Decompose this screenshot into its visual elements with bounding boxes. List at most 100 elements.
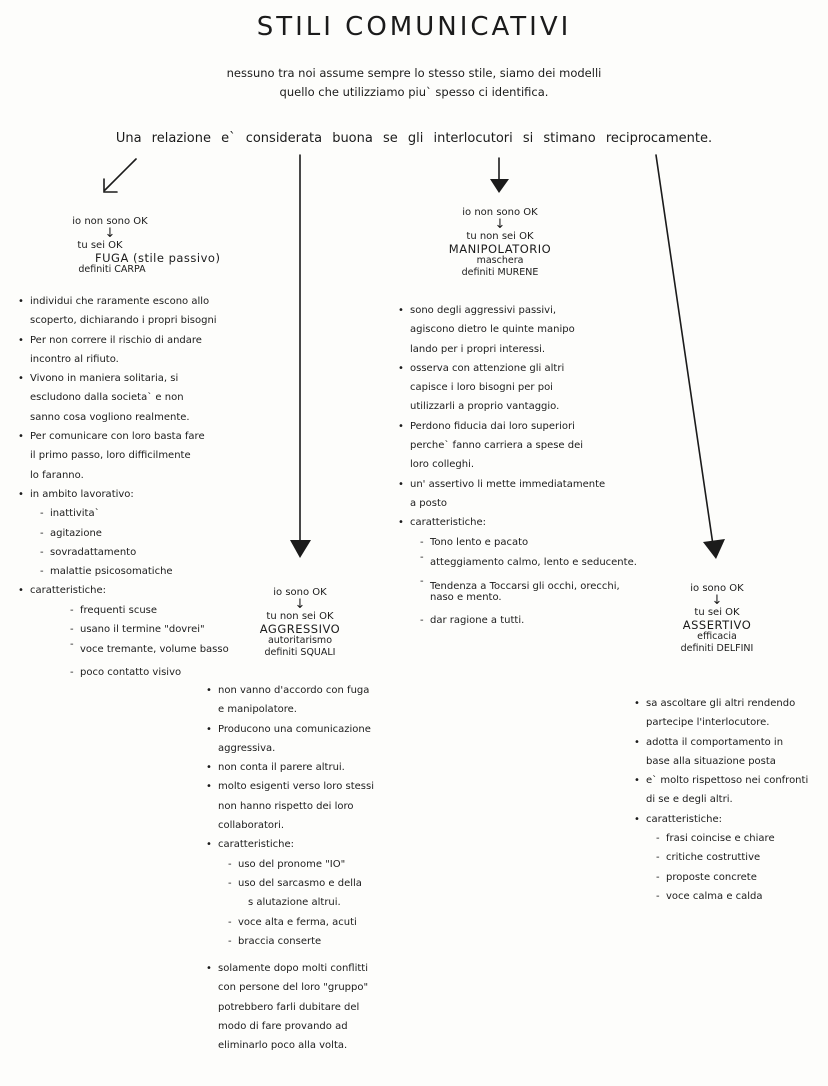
subtitle: nessuno tra noi assume sempre lo stesso …	[0, 64, 828, 102]
squali-list-item: non hanno rispetto dei loro	[218, 800, 354, 812]
carpa-header: io non sono OK ↓ tu sei OK FUGA (stile p…	[55, 216, 221, 276]
carpa-list-item: escludono dalla societa` e non	[30, 392, 184, 404]
murene-list-item: lando per i propri interessi.	[410, 343, 546, 355]
carpa-list-item: poco contatto visivo	[70, 663, 248, 683]
delfini-list-item: proposte concrete	[656, 868, 824, 888]
squali-list-item: modo di fare provando ad	[218, 1021, 348, 1033]
carpa-list-item: in ambito lavorativo:	[18, 485, 248, 505]
murene-list-item: perche` fanno carriera a spese dei	[410, 440, 584, 452]
murene-list-item: agiscono dietro le quinte manipo	[410, 324, 575, 336]
squali-list-item: caratteristiche:	[206, 835, 416, 855]
squali-style-name: AGGRESSIVO	[259, 622, 341, 636]
delfini-sub: efficacia	[697, 631, 737, 642]
murene-list-item: sono degli aggressivi passivi,	[398, 301, 638, 321]
delfini-list-item: critiche costruttive	[656, 848, 824, 868]
squali-list-item: eliminarlo poco alla volta.	[218, 1040, 348, 1052]
delfini-list: sa ascoltare gli altri rendendo partecipe…	[634, 694, 824, 907]
murene-list-item: loro colleghi.	[410, 459, 475, 471]
squali-list-item: molto esigenti verso loro stessi	[206, 777, 416, 797]
carpa-list-item: sovradattamento	[40, 543, 248, 563]
carpa-style-name: FUGA (stile passivo)	[95, 251, 221, 265]
carpa-list-item: Vivono in maniera solitaria, si	[18, 369, 248, 389]
squali-list-item: s alutazione altrui.	[248, 897, 341, 909]
delfini-style-name: ASSERTIVO	[682, 618, 752, 632]
subtitle-line-1: nessuno tra noi assume sempre lo stesso …	[226, 66, 602, 80]
down-arrow-icon: ↓	[294, 597, 306, 612]
delfini-list-item: e` molto rispettoso nei confronti	[634, 771, 824, 791]
murene-list-item: Tendenza a Toccarsi gli occhi, orecchi, …	[420, 576, 638, 611]
squali-list: non vanno d'accordo con fuga e manipolato…	[206, 681, 416, 1056]
murene-list: sono degli aggressivi passivi, agiscono d…	[398, 301, 638, 630]
squali-sub: autoritarismo	[267, 635, 333, 646]
delfini-list-item: sa ascoltare gli altri rendendo	[634, 694, 824, 714]
murene-sub: maschera	[476, 255, 524, 266]
carpa-list-item: Per non correre il rischio di andare	[18, 331, 248, 351]
carpa-list-item: incontro al rifiuto.	[30, 353, 119, 365]
arrow-to-delfini	[655, 154, 714, 546]
carpa-list-item: frequenti scuse	[70, 601, 248, 621]
carpa-list-item: sanno cosa vogliono realmente.	[30, 411, 190, 423]
arrow-to-carpa-head	[103, 178, 118, 193]
murene-list-item: Perdono fiducia dai loro superiori	[398, 417, 638, 437]
delfini-line1: io sono OK	[690, 583, 744, 594]
squali-list-item	[206, 951, 416, 959]
carpa-list-item: lo faranno.	[30, 469, 84, 481]
squali-header: io sono OK ↓ tu non sei OK AGGRESSIVO au…	[245, 587, 355, 659]
carpa-list-item: Per comunicare con loro basta fare	[18, 427, 248, 447]
murene-list-item: osserva con attenzione gli altri	[398, 359, 638, 379]
delfini-list-item: adotta il comportamento in	[634, 733, 824, 753]
murene-list-item: caratteristiche:	[398, 513, 638, 533]
squali-list-item: uso del pronome "IO"	[228, 855, 416, 875]
murene-list-item: a posto	[410, 497, 448, 509]
delfini-list-item: di se e degli altri.	[646, 794, 733, 806]
down-arrow-icon: ↓	[104, 226, 116, 241]
murene-list-item: atteggiamento calmo, lento e seducente.	[420, 552, 638, 576]
carpa-list-item: agitazione	[40, 524, 248, 544]
murene-list-item: capisce i loro bisogni per poi	[410, 382, 553, 394]
murene-list-item: utilizzarli a proprio vantaggio.	[410, 401, 560, 413]
squali-list-item: Producono una comunicazione	[206, 720, 416, 740]
down-arrow-icon: ↓	[711, 593, 723, 608]
delfini-list-item: caratteristiche:	[634, 810, 824, 830]
murene-list-item: Tono lento e pacato	[420, 533, 638, 553]
carpa-list-item: usano il termine "dovrei"	[70, 620, 248, 640]
carpa-list-item: scoperto, dichiarando i propri bisogni	[30, 315, 217, 327]
delfini-defined: definiti DELFINI	[680, 643, 754, 654]
squali-list-item: e manipolatore.	[218, 704, 297, 716]
delfini-list-item: base alla situazione posta	[646, 755, 776, 767]
arrow-head-delfini	[703, 539, 725, 559]
squali-list-item: non conta il parere altrui.	[206, 758, 416, 778]
murene-header: io non sono OK ↓ tu non sei OK MANIPOLAT…	[440, 207, 560, 279]
murene-line1: io non sono OK	[462, 207, 538, 218]
delfini-header: io sono OK ↓ tu sei OK ASSERTIVO efficac…	[662, 583, 772, 655]
squali-list-item: aggressiva.	[218, 742, 276, 754]
relation-statement: Una relazione e` considerata buona se gl…	[115, 131, 713, 146]
carpa-list-item: individui che raramente escono allo	[18, 292, 248, 312]
carpa-list-item: voce tremante, volume basso	[70, 639, 248, 663]
carpa-list-item: caratteristiche:	[18, 581, 248, 601]
delfini-list-item: voce calma e calda	[656, 887, 824, 907]
squali-list-item: braccia conserte	[228, 932, 416, 952]
murene-style-name: MANIPOLATORIO	[448, 242, 552, 256]
murene-list-item: dar ragione a tutti.	[420, 611, 638, 631]
squali-line2: tu non sei OK	[266, 611, 334, 622]
arrow-to-carpa	[104, 158, 137, 191]
delfini-list-item: frasi coincise e chiare	[656, 829, 824, 849]
squali-list-item: voce alta e ferma, acuti	[228, 913, 416, 933]
carpa-line1: io non sono OK	[72, 216, 148, 227]
carpa-list-item: malattie psicosomatiche	[40, 562, 248, 582]
carpa-list-item: inattivita`	[40, 504, 248, 524]
squali-list-item: non vanno d'accordo con fuga	[206, 681, 416, 701]
delfini-line2: tu sei OK	[694, 607, 740, 618]
delfini-list-item: partecipe l'interlocutore.	[646, 717, 770, 729]
carpa-list-item: il primo passo, loro difficilmente	[30, 450, 191, 462]
squali-defined: definiti SQUALI	[264, 647, 336, 658]
down-arrow-icon: ↓	[494, 217, 506, 232]
squali-line1: io sono OK	[273, 587, 327, 598]
squali-list-item: uso del sarcasmo e della	[228, 874, 416, 894]
murene-list-item: un' assertivo li mette immediatamente	[398, 475, 638, 495]
arrow-head-murene	[490, 179, 509, 193]
squali-list-item: collaboratori.	[218, 820, 285, 832]
carpa-line2: tu sei OK	[77, 240, 123, 251]
squali-list-item: solamente dopo molti conflitti	[206, 959, 416, 979]
